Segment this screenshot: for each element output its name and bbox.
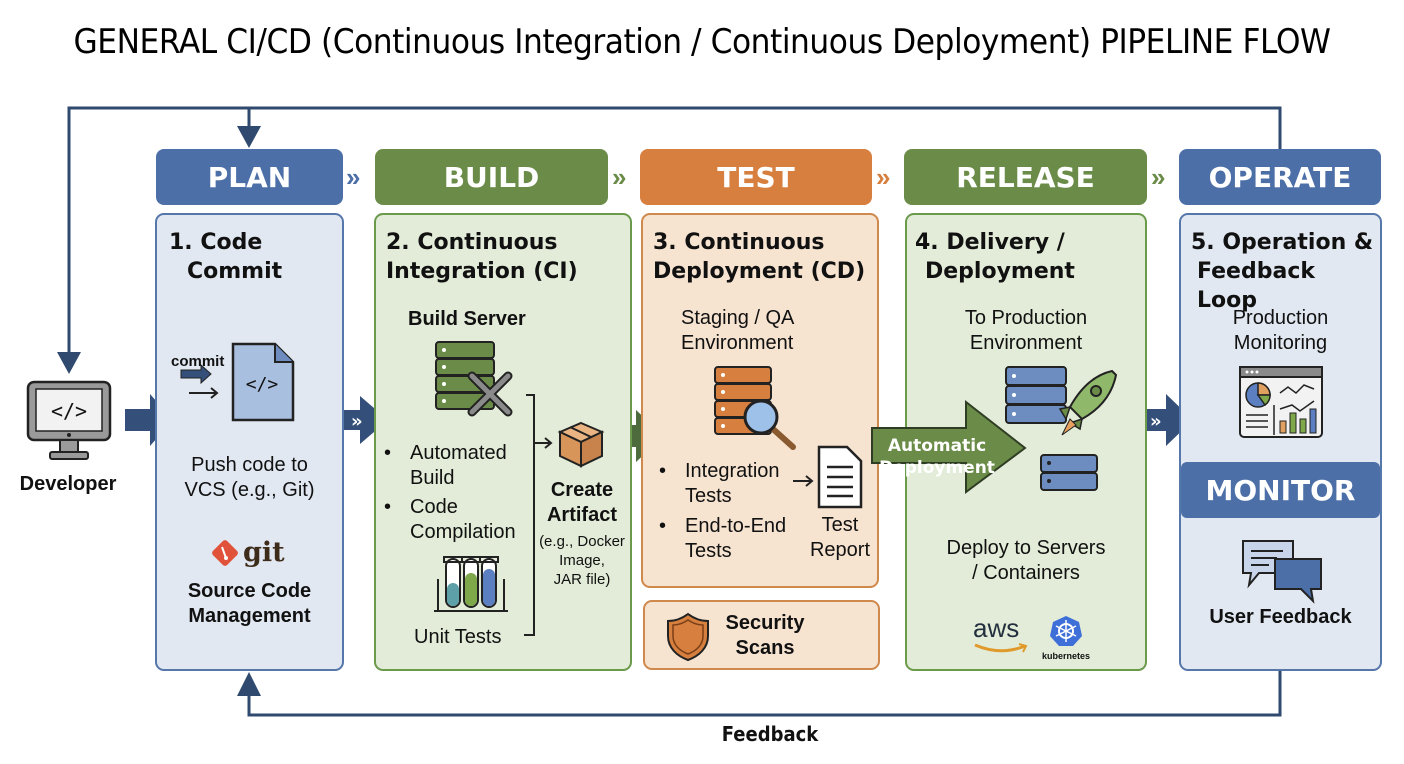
chevron-icon: » [1151, 162, 1166, 192]
unit-tests-label: Unit Tests [414, 626, 502, 648]
git-icon [212, 539, 238, 566]
user-feedback-label: User Feedback [1209, 606, 1352, 628]
developer: </> Developer [20, 380, 118, 496]
chevron-icon: » [1150, 411, 1162, 432]
kubernetes-logo: kubernetes [1042, 615, 1090, 661]
production-monitoring-label: Production Monitoring [1232, 307, 1329, 354]
step-title: 2. Continuous Integration (CI) [386, 230, 578, 284]
kubernetes-icon [1050, 616, 1083, 646]
developer-label: Developer [19, 473, 117, 495]
aws-smile-icon [974, 643, 1028, 653]
arrowhead-plan [237, 126, 261, 148]
git-logo: git [210, 537, 285, 568]
plan-card: 1. Code Commit commit </> Push code to V… [155, 213, 344, 671]
artifact-bracket [524, 394, 553, 636]
shield-icon [667, 612, 709, 662]
test-tubes-icon [434, 556, 508, 612]
svg-text:</>: </> [51, 399, 87, 423]
build-test-arrow [612, 410, 664, 462]
commit-file-icon: </> [180, 342, 295, 422]
chevron-icon: » [876, 162, 891, 192]
operate-card: 5. Operation & Feedback Loop Production … [1179, 213, 1382, 671]
monitor-code-icon: </> [26, 380, 112, 460]
automatic-deployment-arrow [871, 399, 1027, 494]
user-feedback-icon [1242, 540, 1322, 604]
monitor-header: MONITOR [1181, 462, 1380, 518]
top-loop-line [67, 106, 1282, 365]
commit-label: commit [171, 353, 225, 370]
arrowhead-developer [57, 352, 81, 374]
aws-logo: aws [973, 615, 1029, 659]
test-report-label: Test Report [809, 514, 871, 561]
test-card: 3. Continuous Deployment (CD) Staging / … [641, 213, 879, 588]
artifact-box-icon [557, 421, 605, 468]
production-server-icon [1005, 366, 1118, 436]
stage-header-release: RELEASE [904, 149, 1147, 205]
chevron-icon: » [351, 411, 363, 432]
automatic-deployment-label: Automatic Deployment [879, 436, 995, 478]
plan-description: Push code to VCS (e.g., Git) [184, 454, 315, 501]
staging-server-icon [714, 366, 796, 450]
staging-label: Staging / QA Environment [681, 307, 795, 354]
dashboard-icon [1239, 366, 1323, 438]
container-server-icon [1040, 454, 1098, 491]
page-title: GENERAL CI/CD (Continuous Integration / … [73, 22, 1331, 62]
stage-header-operate: OPERATE [1179, 149, 1381, 205]
arrowhead-feedback-up [237, 672, 261, 696]
stage-header-plan: PLAN [156, 149, 343, 205]
create-artifact-title: Create Artifact [546, 479, 617, 526]
step-title: 4. Delivery / Deployment [915, 230, 1075, 284]
step-title: 1. Code Commit [169, 230, 283, 284]
step-title: 3. Continuous Deployment (CD) [653, 230, 866, 284]
source-code-management: Source Code Management [187, 580, 312, 627]
security-scans-label: Security Scans [725, 612, 805, 659]
step-title: 5. Operation & Feedback Loop [1191, 230, 1374, 313]
bottom-feedback-line [247, 670, 1282, 717]
chevron-icon: » [346, 162, 361, 192]
build-card: 2. Continuous Integration (CI) Build Ser… [374, 213, 632, 671]
svg-text:</>: </> [246, 374, 279, 395]
stage-header-build: BUILD [375, 149, 608, 205]
plan-build-arrow [340, 396, 388, 444]
test-report-icon [793, 445, 863, 509]
rocket-icon [1058, 369, 1118, 436]
chevron-icon: » [612, 162, 627, 192]
feedback-label: Feedback [721, 722, 819, 746]
stage-header-test: TEST [640, 149, 872, 205]
build-server-label: Build Server [408, 308, 526, 330]
build-server-icon [435, 341, 513, 417]
release-operate-arrow [1144, 394, 1193, 446]
deploy-description: Deploy to Servers / Containers [946, 537, 1106, 584]
security-scans-card: Security Scans [643, 600, 880, 670]
production-env-label: To Production Environment [964, 307, 1088, 354]
artifact-description: (e.g., Docker Image, JAR file) [539, 533, 625, 588]
